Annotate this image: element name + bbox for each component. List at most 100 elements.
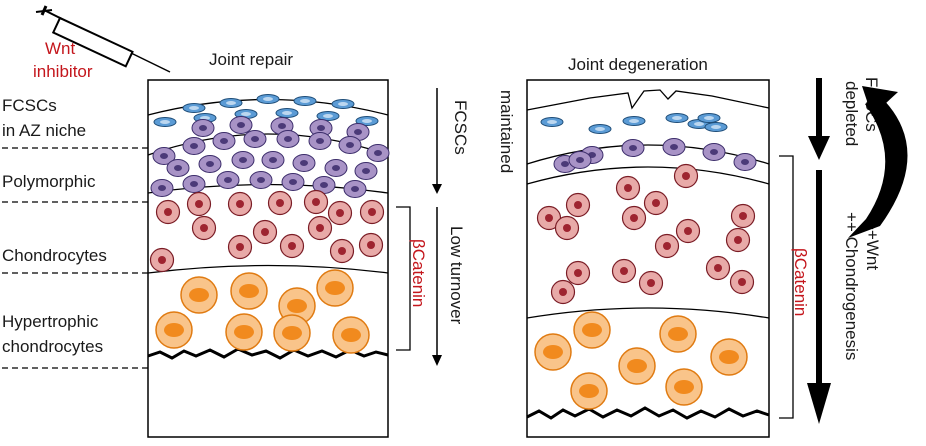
label-fcscs-line1: FCSCs [2,96,57,115]
chondrocyte-cell [227,191,253,217]
left-bracket [396,206,411,351]
polymorphic-cell [733,153,757,171]
right-cells [534,113,757,410]
fcsc-cell [275,108,299,118]
chondrocyte-cell [654,233,680,259]
chondrocyte-cell [327,200,353,226]
chondrocyte-cell [621,205,647,231]
polymorphic-cell [343,180,367,198]
polymorphic-cell [182,137,206,155]
polymorphic-cell [354,162,378,180]
right-arrow-bottom [807,170,831,424]
chondrocyte-cell [191,215,217,241]
fcsc-cell [293,96,317,106]
chondrocyte-cell [252,219,278,245]
chondrocyte-cell [730,203,756,229]
hypertrophic-cell [155,311,193,349]
polymorphic-cell [166,159,190,177]
left-panel [147,79,390,438]
chondrocyte-cell [729,269,755,295]
polymorphic-cell [702,143,726,161]
right-bracket [779,155,794,419]
polymorphic-cell [191,119,215,137]
left-cells [149,94,390,354]
polymorphic-cell [229,116,253,134]
hypertrophic-cell [570,372,608,410]
hypertrophic-cell [332,316,370,354]
right-panel-title: Joint degeneration [568,55,708,74]
polymorphic-cell [281,173,305,191]
hypertrophic-cell [665,368,703,406]
chondrocyte-cell [303,189,329,215]
fcsc-cell [665,113,689,123]
left-panel-title: Joint repair [209,50,293,69]
right-arrow-text-wnt: ++Wnt [863,220,882,270]
fcsc-cell [153,117,177,127]
polymorphic-cell [366,144,390,162]
label-hypertrophic-line1: Hypertrophic [2,312,99,331]
chondrocyte-cell [155,199,181,225]
hypertrophic-cell [230,272,268,310]
chondrocyte-cell [554,215,580,241]
chondrocyte-cell [643,190,669,216]
syringe-label-line1: Wnt [45,39,76,58]
chondrocyte-cell [186,191,212,217]
dashed-guides [2,147,148,369]
hypertrophic-cell [273,314,311,352]
chondrocyte-cell [358,232,384,258]
polymorphic-cell [276,130,300,148]
hypertrophic-cell [618,347,656,385]
syringe-label-line2: inhibitor [33,62,93,81]
chondrocyte-cell [550,279,576,305]
right-arrow-top [808,78,830,160]
hypertrophic-cell [534,333,572,371]
fcsc-cell [256,94,280,104]
chondrocyte-cell [329,238,355,264]
hypertrophic-cell [573,311,611,349]
hypertrophic-cell [316,269,354,307]
polymorphic-cell [212,132,236,150]
chondrocyte-cell [279,233,305,259]
polymorphic-cell [243,130,267,148]
chondrocyte-cell [615,175,641,201]
polymorphic-cell [216,171,240,189]
chondrocyte-cell [673,163,699,189]
fcsc-cell [355,116,379,126]
polymorphic-cell [198,155,222,173]
label-hypertrophic-line2: chondrocytes [2,337,103,356]
fcsc-cell [588,124,612,134]
left-arrow-text-low-turnover: Low turnover [447,226,466,325]
chondrocyte-cell [267,190,293,216]
fcsc-cell [182,103,206,113]
chondrocyte-cell [227,234,253,260]
fcsc-cell [331,99,355,109]
fcsc-cell [622,116,646,126]
right-arrow-text-chondrogenesis: ++ Chondrogenesis [842,212,861,360]
left-arrow-text-fcscs: FCSCs [451,100,470,155]
label-fcscs-line2: in AZ niche [2,121,86,140]
polymorphic-cell [249,171,273,189]
chondrocyte-cell [705,255,731,281]
polymorphic-cell [308,132,332,150]
right-panel [526,79,770,438]
chondrocyte-cell [675,218,701,244]
fcsc-cell [540,117,564,127]
polymorphic-cell [568,151,592,169]
chondrocyte-cell [359,199,385,225]
chondrocyte-cell [611,258,637,284]
hypertrophic-cell [225,313,263,351]
left-arrow-text-maintained-visible: maintained [497,90,516,173]
left-arrow-top [432,88,442,194]
label-chondrocytes: Chondrocytes [2,246,107,265]
polymorphic-cell [261,151,285,169]
chondrocyte-cell [307,215,333,241]
hypertrophic-cell [659,315,697,353]
chondrocyte-cell [565,260,591,286]
right-arrow-text-depleted: depleted [842,81,861,146]
polymorphic-cell [338,136,362,154]
polymorphic-cell [152,147,176,165]
chondrocyte-cell [725,227,751,253]
left-beta-catenin: βCatenin [409,239,428,307]
fcsc-cell [219,98,243,108]
